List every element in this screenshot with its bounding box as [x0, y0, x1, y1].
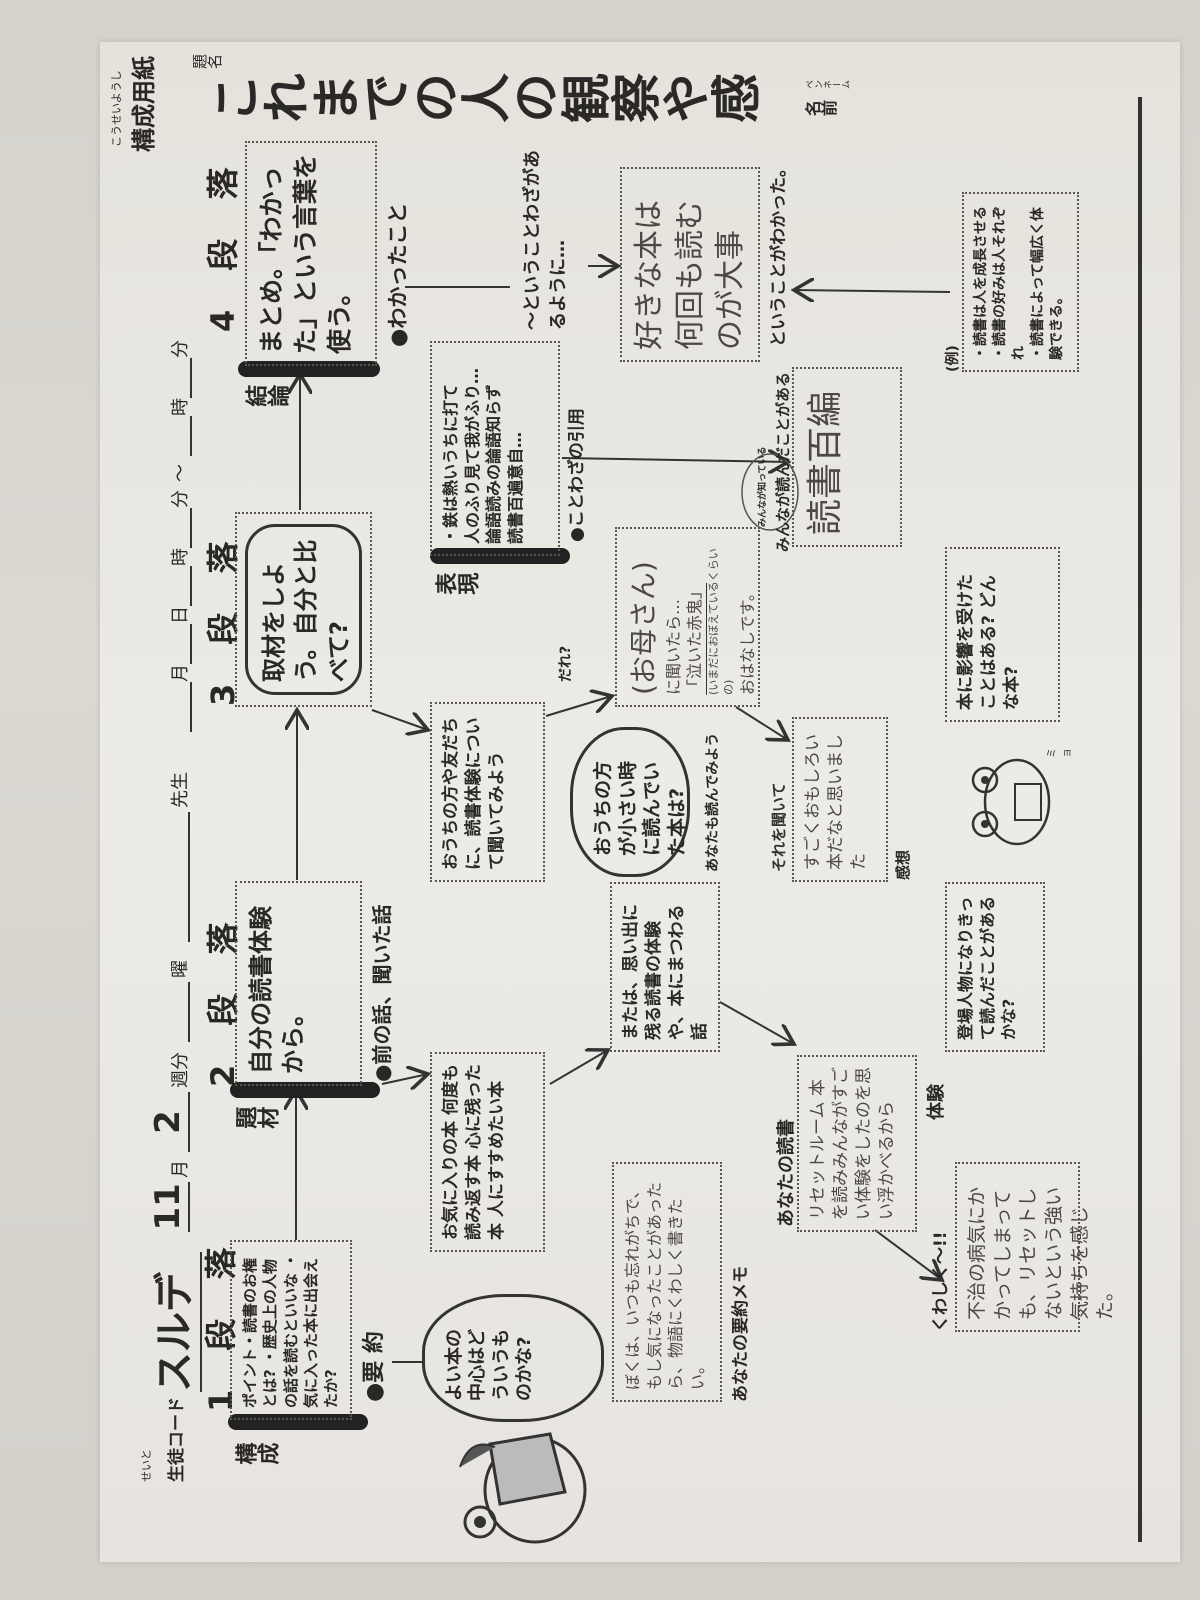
experience-box: リセットルーム 本を読みみんながすごい体験をしたのを思い浮かべるから — [797, 1055, 917, 1232]
frog-speech-bubble: よい本の中心はどういうものかな? — [422, 1294, 604, 1422]
date-range-tilde: 〜 — [170, 464, 191, 482]
arrow-memory-experience — [719, 1001, 794, 1044]
p4-tag: 結論 — [245, 385, 289, 411]
teacher-field[interactable] — [166, 812, 190, 942]
proverb-2: 人のふり見て我がふり… — [462, 367, 482, 544]
detail-box: 不治の病気にかかってしまっても、リセットしないという強い気持ちを感じた。 — [955, 1162, 1116, 1332]
expression-box: ・鉄は熱いうちに打て 人のふり見て我がふり… 論語読みの論語知らず 読書百遍意自… — [430, 341, 560, 556]
conclusion-box: 好きな本は何回も読むのが大事 — [620, 167, 760, 362]
frog-reading-illustration: ミョ — [955, 742, 1073, 862]
experience-label-2: 体験 — [926, 1084, 947, 1120]
date-minute-label: 分 — [170, 490, 191, 508]
p4-heading: 4 段 落 — [204, 153, 242, 332]
arrow-mother-impression — [735, 706, 788, 740]
read-too-label: あなたも読んでみよう — [705, 732, 721, 872]
impression-label: 感想 — [894, 849, 912, 880]
interview-answer-3: (いまだにおぼえているくらいの) — [706, 548, 735, 695]
expression-note: ●ことわざの引用 — [567, 408, 587, 542]
p1-box: ポイント・読書のお権とは? ・歴史上の人物の話を読むといいな ・気に入った本に出… — [230, 1240, 352, 1420]
example-label: (例) — [945, 345, 961, 372]
weekday-field[interactable] — [166, 982, 190, 1042]
proverb-3: 論語読みの論語知らず — [484, 384, 504, 544]
student-code-ruby: せいと — [140, 1449, 153, 1482]
sheet-title: 構成用紙 — [130, 56, 158, 152]
favorite-book-box: お気に入りの本 何度も読み返す本 心に残った本 人にすすめたい本 — [430, 1052, 545, 1252]
p3-box: 取材をしよう。自分と比べて? — [235, 512, 372, 707]
frog-caption: ミョ — [1047, 748, 1073, 758]
week-label: 週分 — [170, 1052, 191, 1088]
expression-tag: 表現 — [435, 573, 479, 599]
connector-arrows — [100, 97, 1142, 1542]
student-code-label: 生徒コード — [167, 1397, 187, 1482]
interview-answer-4: おはなしです。 — [737, 585, 757, 695]
conclusion-tail: ということがわかった。 — [769, 160, 789, 347]
character-box: 登場人物になりきって読んだことがあるかな? — [945, 882, 1045, 1052]
proverb-1: ・鉄は熱いうちに打て — [441, 383, 460, 544]
frog-glasses-icon — [971, 758, 1051, 846]
arrow-p2-favorite — [381, 1074, 428, 1084]
week-field[interactable]: 2 — [148, 1092, 190, 1152]
month-label: 月 — [170, 1160, 191, 1178]
arrow-example-conclusion — [794, 290, 951, 292]
p2-note: ●前の話、聞いた話 — [370, 904, 394, 1082]
sheet-title-ruby: こうせいようし — [110, 70, 123, 147]
subject-label: 題名 — [192, 53, 222, 71]
name-label: 名前 — [805, 100, 837, 119]
arrow-interview-mother — [545, 696, 612, 717]
memory-box: または、思い出に残る読書の体験や、本にまつわる話 — [610, 882, 720, 1052]
date-time-fields[interactable]: 月 日 時 分 〜 時 分 — [166, 340, 192, 732]
date-hour-label: 時 — [170, 548, 191, 566]
who-label: だれ? — [558, 645, 574, 682]
summary-memo-label: あなたの要約メモ — [731, 1266, 751, 1402]
frog-with-book-icon — [459, 1432, 587, 1544]
summary-memo-box: ぼくは、いつも忘れがちで、もし気になったことがあったら、物語にくわしく書きたい。 — [612, 1162, 722, 1402]
example-1: ・読書は人を成長させる — [973, 206, 989, 360]
arrow-favorite-memory — [549, 1050, 608, 1085]
family-book-cloud: おうちの方が小さい時に読んでいた本は? — [570, 727, 690, 877]
p4-box: まとめ。「わかった」という言葉を使う。 — [245, 141, 377, 366]
date-day-label: 日 — [170, 606, 191, 624]
p3-cloud: 取材をしよう。自分と比べて? — [245, 524, 362, 695]
proverb-4: 読書百遍意自… — [505, 431, 525, 544]
experience-label: あなたの読書 — [776, 1119, 797, 1227]
worksheet-paper: せいと 生徒コード スルデ 11 月 2 週分 曜 先生 月 日 時 分 〜 時… — [100, 42, 1180, 1562]
interviewee: (お母さん) — [627, 561, 660, 695]
interview-answer-2: 「泣いた赤鬼」 — [684, 582, 707, 695]
p1-note: ●要 約 — [362, 1331, 387, 1402]
circle-note: みんなが知っている — [758, 446, 768, 527]
p1-tag: 構成 — [235, 1443, 279, 1469]
hyakuhen-box: 読書百編 — [792, 367, 902, 547]
date-minute2-label: 分 — [170, 340, 191, 358]
hand-circle — [741, 453, 799, 531]
influence-box: 本に影響を受けたことはある? どんな本? — [945, 547, 1060, 722]
arrow-proverb-hyakuhen — [561, 458, 788, 462]
p2-tag: 題材 — [235, 1107, 279, 1133]
date-month-label: 月 — [170, 664, 191, 682]
mother-box: (お母さん) に聞いたら… 「泣いた赤鬼」 (いまだにおぼえているくらいの) お… — [615, 527, 760, 707]
heard-label: それを聞いて — [770, 782, 788, 872]
teacher-label: 先生 — [170, 772, 191, 808]
subject-field[interactable]: これまでの人の観察や感 — [210, 73, 760, 131]
p4-note: ●わかったこと — [386, 202, 410, 347]
example-2: ・読書の好みは人それぞれ — [991, 206, 1027, 360]
example-box: ・読書は人を成長させる ・読書の好みは人それぞれ ・読書によって幅広く体験できる… — [962, 192, 1079, 372]
impression-box: すごくおもしろい本だなと思いました — [792, 717, 888, 882]
arrow-experience-detail — [874, 1229, 942, 1280]
example-3: ・読書によって幅広く体験できる。 — [1029, 207, 1065, 360]
month-field[interactable]: 11 — [148, 1182, 190, 1232]
frog-book-illustration — [440, 1427, 600, 1552]
name-ruby: ペンネーム — [805, 81, 850, 91]
arrow-p3-interview — [371, 709, 428, 730]
hyakuhen-note: みんなが読んだことがある — [774, 371, 792, 552]
date-hour2-label: 時 — [170, 398, 191, 416]
interview-box: おうちの方や友だちに、読書体験について聞いてみよう — [430, 702, 545, 882]
p2-box: 自分の読書体験から。 — [235, 881, 362, 1086]
detail-label: くわしく〜!! — [931, 1231, 951, 1332]
proverb-lead: 〜ということわざがあるように… — [522, 150, 569, 330]
weekday-label: 曜 — [170, 960, 191, 978]
interview-answer-1: に聞いたら… — [663, 598, 683, 695]
student-code-field[interactable]: スルデ — [142, 1252, 202, 1392]
